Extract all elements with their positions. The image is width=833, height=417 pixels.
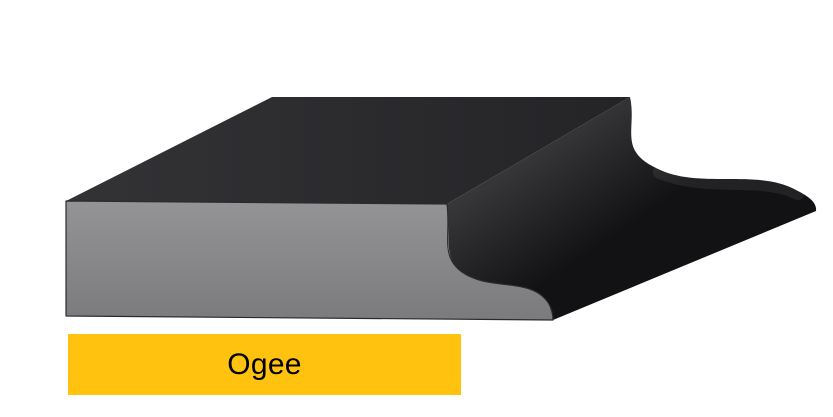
slab-top-face	[66, 97, 630, 204]
ogee-bulge-highlight	[653, 165, 805, 200]
slab-front-face	[65, 200, 554, 321]
label-text: Ogee	[227, 347, 302, 381]
slab-ogee-surface	[447, 97, 817, 320]
label-banner: Ogee	[68, 334, 461, 395]
